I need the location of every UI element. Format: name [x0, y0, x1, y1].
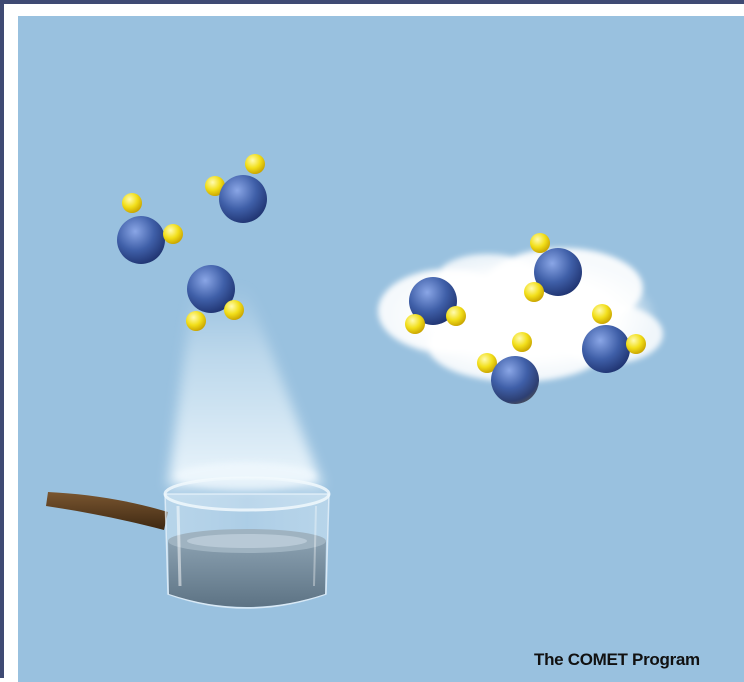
water-molecule-icon	[582, 304, 646, 373]
cooking-pot-icon	[46, 476, 331, 609]
credit-text: The COMET Program	[534, 650, 700, 669]
water-molecule-icon	[186, 265, 244, 331]
steam-plume-icon	[168, 286, 323, 490]
water-molecule-icon	[405, 277, 466, 334]
water-molecule-icon	[117, 193, 183, 264]
water-molecule-icon	[477, 332, 539, 404]
scene-illustration	[46, 154, 663, 609]
cloud-molecules	[405, 233, 646, 404]
rising-molecules	[117, 154, 267, 331]
water-molecule-icon	[205, 154, 267, 223]
water-molecule-icon	[524, 233, 582, 302]
evaporation-scene: The COMET Program	[18, 16, 744, 682]
